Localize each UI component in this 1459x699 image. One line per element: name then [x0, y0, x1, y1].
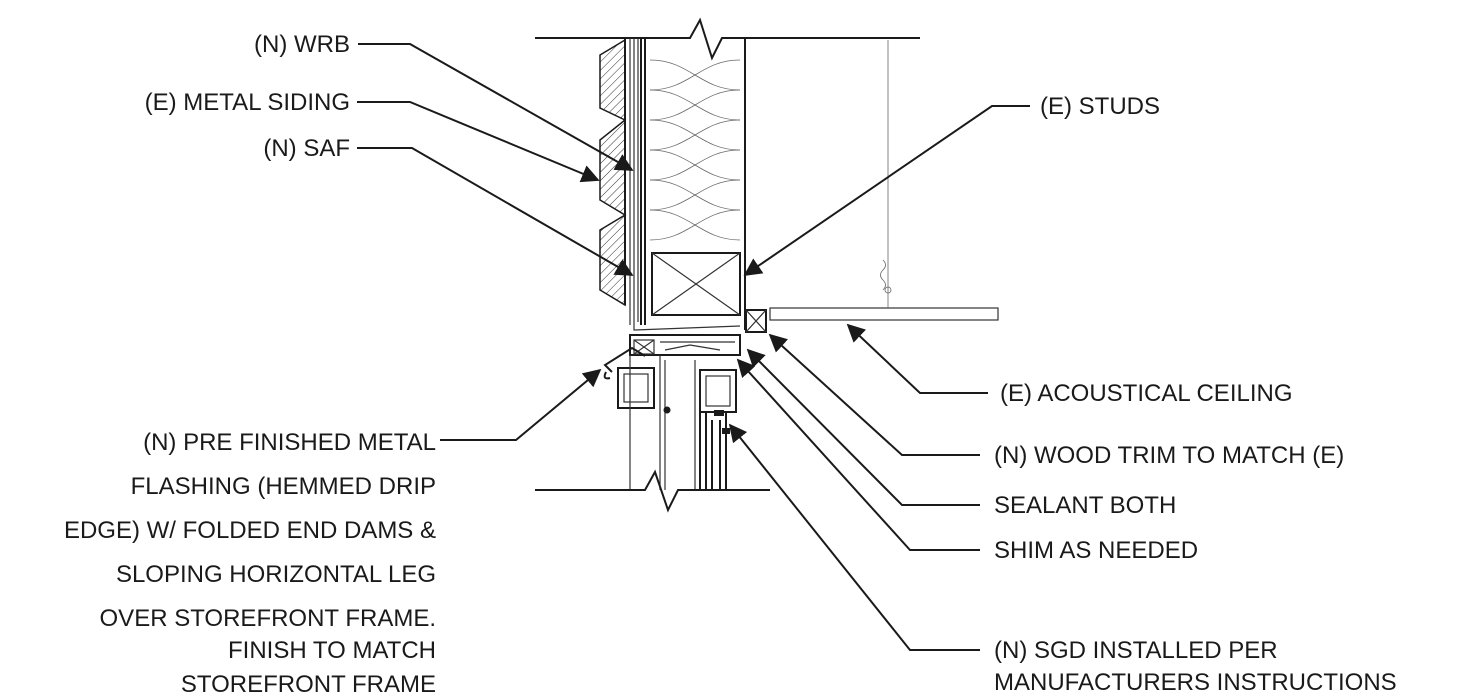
leader-acoustical-ceiling [846, 323, 988, 394]
wall-assembly [535, 17, 999, 513]
label-sealant: SEALANT BOTH [994, 492, 1176, 519]
label-shim: SHIM AS NEEDED [994, 537, 1198, 564]
acoustical-ceiling [769, 40, 999, 321]
label-sgd-line-1: (N) SGD INSTALLED PER [994, 637, 1278, 664]
label-flashing-line-3: EDGE) W/ FOLDED END DAMS & [64, 517, 436, 544]
leader-saf [357, 147, 634, 276]
leader-sgd [728, 423, 980, 651]
label-metal-siding: (E) METAL SIDING [145, 89, 350, 116]
stud-cavity [640, 38, 746, 330]
label-wood-trim: (N) WOOD TRIM TO MATCH (E) [994, 442, 1344, 469]
wrb-saf-layers [629, 38, 741, 331]
label-flashing-line-1: (N) PRE FINISHED METAL [143, 429, 436, 456]
leader-studs [743, 105, 1030, 277]
label-flashing-line-7: STOREFRONT FRAME [181, 671, 436, 698]
label-studs: (E) STUDS [1040, 93, 1160, 120]
metal-flashing-drip [603, 346, 646, 380]
label-saf: (N) SAF [263, 135, 350, 162]
bottom-break-line [535, 469, 770, 513]
callouts-left: (N) WRB (E) METAL SIDING (N) SAF (N) PRE… [64, 31, 436, 698]
leader-wrb [358, 43, 634, 171]
callouts-right: (E) STUDS (E) ACOUSTICAL CEILING (N) WOO… [994, 93, 1397, 696]
label-acoustical-ceiling: (E) ACOUSTICAL CEILING [1000, 380, 1293, 407]
label-flashing-line-6: FINISH TO MATCH [228, 637, 436, 664]
metal-siding-profile [599, 38, 627, 307]
leader-lines [357, 43, 1030, 651]
insulation-batt [649, 59, 741, 241]
leader-wood-trim [768, 333, 980, 456]
wood-trim-block [745, 309, 767, 333]
label-flashing-line-4: SLOPING HORIZONTAL LEG [116, 561, 436, 588]
label-flashing-line-2: FLASHING (HEMMED DRIP [131, 473, 436, 500]
stud-plate [651, 252, 741, 316]
label-flashing-line-5: OVER STOREFRONT FRAME. [100, 605, 436, 632]
label-wrb: (N) WRB [254, 31, 350, 58]
storefront-frame [617, 334, 741, 490]
label-sgd-line-2: MANUFACTURERS INSTRUCTIONS [994, 669, 1397, 696]
leader-metal-siding [357, 101, 600, 183]
leader-shim [736, 358, 980, 551]
top-break-line [535, 17, 920, 61]
leader-flashing [440, 368, 602, 441]
leader-sealant [746, 348, 980, 506]
